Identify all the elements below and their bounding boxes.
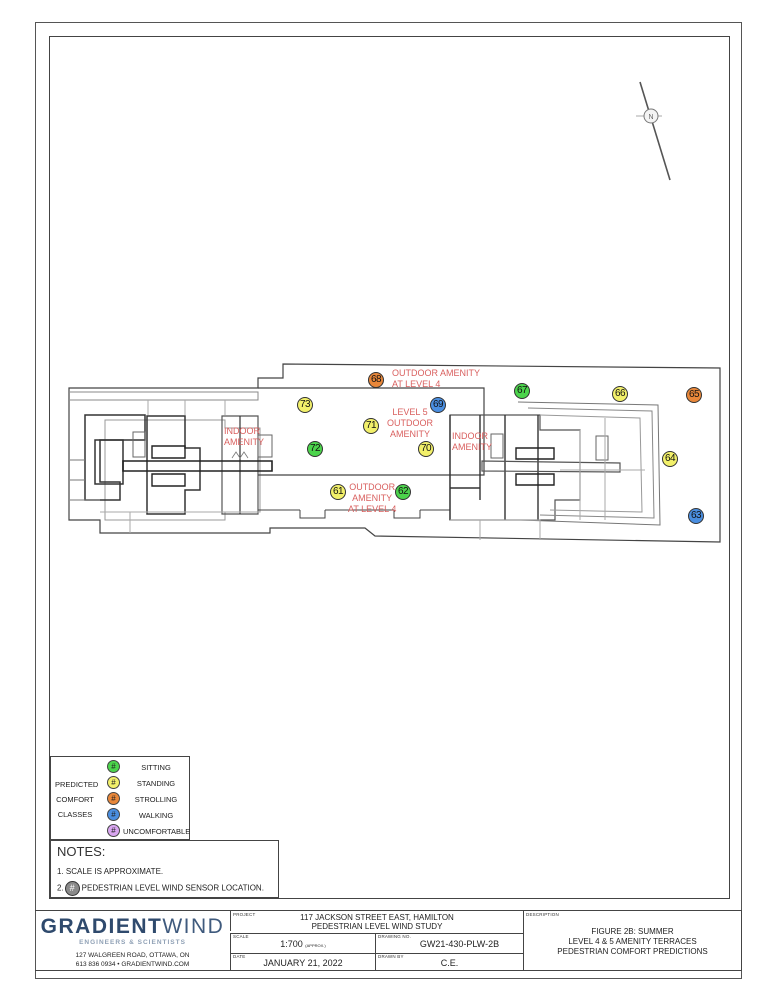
- zone-label-line: INDOOR: [452, 431, 488, 441]
- zone-label-indoor-amenity-east: INDOOR AMENITY: [452, 431, 492, 453]
- legend-label-uncomfortable: UNCOMFORTABLE: [123, 827, 191, 836]
- zone-label-line: INDOOR: [224, 426, 260, 436]
- drawing-number-label: DRAWING NO.: [378, 934, 412, 939]
- drawing-area-border: [49, 36, 730, 899]
- zone-label-outdoor-amenity-level4-north: OUTDOOR AMENITY AT LEVEL 4: [392, 368, 480, 390]
- sheet-outer-border: [35, 22, 742, 979]
- sensor-61[interactable]: 61: [330, 484, 346, 500]
- date-label: DATE: [233, 954, 246, 959]
- title-block: GRADIENTWIND ENGINEERS & SCIENTISTS 127 …: [35, 910, 742, 971]
- description-cell: DESCRIPTION FIGURE 2B: SUMMER LEVEL 4 & …: [523, 911, 742, 971]
- company-logo: GRADIENTWIND ENGINEERS & SCIENTISTS 127 …: [35, 911, 230, 971]
- legend-side-label: COMFORT: [56, 795, 94, 804]
- sensor-73[interactable]: 73: [297, 397, 313, 413]
- title-block-bottom-border: [35, 970, 742, 971]
- scale-value: 1:700: [280, 939, 303, 949]
- divider: [230, 933, 523, 934]
- zone-label-line: AMENITY: [389, 429, 430, 439]
- drawn-by-cell: DRAWN BY C.E.: [375, 953, 523, 971]
- divider: [230, 953, 523, 954]
- svg-text:N: N: [648, 114, 653, 121]
- zone-label-indoor-amenity-west: INDOOR AMENITY: [224, 426, 264, 448]
- sitting-swatch-icon: #: [107, 760, 120, 773]
- project-study: PEDESTRIAN LEVEL WIND STUDY: [311, 922, 443, 931]
- sensor-63[interactable]: 63: [688, 508, 704, 524]
- sensor-62[interactable]: 62: [395, 484, 411, 500]
- walking-swatch-icon: #: [107, 808, 120, 821]
- brand-tagline: ENGINEERS & SCIENTISTS: [79, 939, 186, 946]
- legend-side-label: CLASSES: [57, 810, 93, 819]
- sensor-68[interactable]: 68: [368, 372, 384, 388]
- brand-bold: GRADIENT: [40, 915, 163, 938]
- zone-label-line: AT LEVEL 4: [348, 504, 397, 514]
- company-address: 127 WALGREEN ROAD, OTTAWA, ON: [75, 952, 190, 959]
- sensor-65[interactable]: 65: [686, 387, 702, 403]
- scale-value-wrap: 1:700 (APPROX.): [231, 939, 375, 949]
- note-number: 2.: [57, 883, 64, 893]
- zone-label-line: AMENITY: [352, 493, 393, 503]
- date-value: JANUARY 21, 2022: [263, 958, 343, 968]
- standing-swatch-icon: #: [107, 776, 120, 789]
- brand-wordmark: GRADIENTWIND: [35, 915, 230, 939]
- scale-note: (APPROX.): [305, 943, 326, 948]
- description-label: DESCRIPTION: [526, 912, 559, 917]
- notes-box: NOTES: 1. SCALE IS APPROXIMATE. 2.#PEDES…: [50, 840, 279, 898]
- legend-side-label: PREDICTED: [55, 780, 99, 789]
- legend-label-walking: WALKING: [138, 811, 174, 820]
- scale-label: SCALE: [233, 934, 249, 939]
- description-line-1: FIGURE 2B: SUMMER: [591, 927, 674, 936]
- zone-label-line: AMENITY: [452, 442, 493, 452]
- project-cell: PROJECT 117 JACKSON STREET EAST, HAMILTO…: [230, 911, 523, 931]
- legend-label-strolling: STROLLING: [134, 795, 178, 804]
- project-name: 117 JACKSON STREET EAST, HAMILTON: [300, 913, 454, 922]
- note-item-1: 1. SCALE IS APPROXIMATE.: [57, 867, 163, 876]
- sensor-71[interactable]: 71: [363, 418, 379, 434]
- uncomfortable-swatch-icon: #: [107, 824, 120, 837]
- zone-label-line: LEVEL 5: [392, 407, 428, 417]
- sensor-66[interactable]: 66: [612, 386, 628, 402]
- notes-title: NOTES:: [57, 844, 106, 859]
- project-label: PROJECT: [233, 912, 256, 917]
- north-arrow-icon: N: [626, 78, 676, 188]
- sensor-64[interactable]: 64: [662, 451, 678, 467]
- company-contact: 613 836 0934 • GRADIENTWIND.COM: [75, 961, 190, 968]
- note-text: PEDESTRIAN LEVEL WIND SENSOR LOCATION.: [81, 883, 264, 893]
- sensor-67[interactable]: 67: [514, 383, 530, 399]
- sensor-70[interactable]: 70: [418, 441, 434, 457]
- note-text: SCALE IS APPROXIMATE.: [65, 867, 164, 876]
- zone-label-line: OUTDOOR: [349, 482, 396, 492]
- drawn-by-label: DRAWN BY: [378, 954, 404, 959]
- drawn-by-value: C.E.: [440, 958, 459, 968]
- comfort-class-legend: PREDICTED COMFORT CLASSES # SITTING # ST…: [50, 756, 190, 840]
- strolling-swatch-icon: #: [107, 792, 120, 805]
- note-item-2: 2.#PEDESTRIAN LEVEL WIND SENSOR LOCATION…: [57, 881, 264, 896]
- legend-label-sitting: SITTING: [141, 763, 171, 772]
- zone-label-line: AMENITY: [224, 437, 265, 447]
- drawing-number: GW21-430-PLW-2B: [419, 939, 500, 949]
- date-cell: DATE JANUARY 21, 2022: [230, 953, 375, 971]
- brand-light: WIND: [162, 915, 225, 938]
- description-line-2: LEVEL 4 & 5 AMENITY TERRACES: [568, 937, 697, 946]
- zone-label-line: OUTDOOR: [387, 418, 433, 428]
- note-number: 1.: [57, 867, 64, 876]
- drawing-number-cell: DRAWING NO. GW21-430-PLW-2B: [375, 933, 523, 953]
- description-line-3: PEDESTRIAN COMFORT PREDICTIONS: [557, 947, 708, 956]
- zone-label-line: AT LEVEL 4: [392, 379, 441, 389]
- sensor-69[interactable]: 69: [430, 397, 446, 413]
- scale-cell: SCALE 1:700 (APPROX.): [230, 933, 375, 953]
- zone-label-outdoor-amenity-level4-south: OUTDOOR AMENITY AT LEVEL 4: [348, 482, 396, 515]
- sensor-72[interactable]: 72: [307, 441, 323, 457]
- zone-label-level5-outdoor-amenity: LEVEL 5 OUTDOOR AMENITY: [387, 407, 433, 440]
- legend-label-standing: STANDING: [136, 779, 176, 788]
- sensor-location-icon: #: [64, 881, 80, 896]
- zone-label-line: OUTDOOR AMENITY: [392, 368, 481, 378]
